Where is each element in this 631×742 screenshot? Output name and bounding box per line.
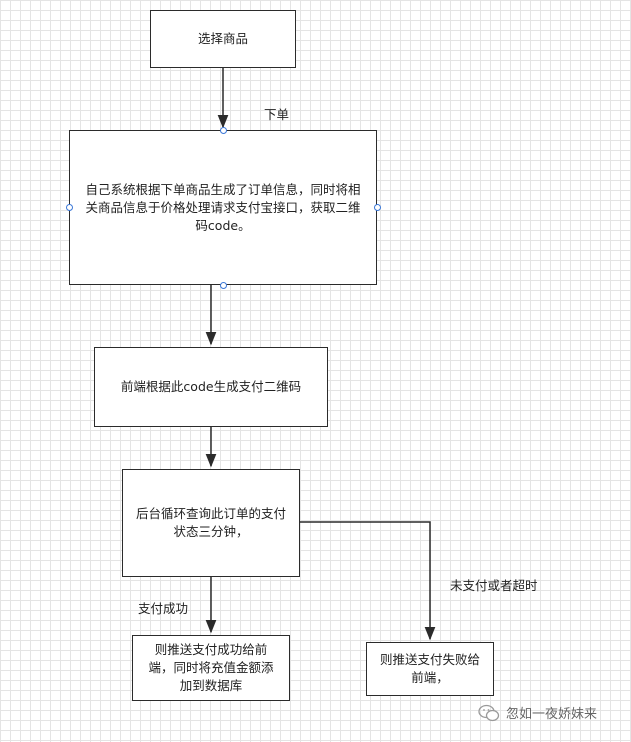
connection-point-top[interactable] bbox=[220, 127, 227, 134]
node-poll-payment-status: 后台循环查询此订单的支付状态三分钟， bbox=[122, 469, 300, 577]
connection-point-bottom[interactable] bbox=[220, 282, 227, 289]
node-frontend-generate-qr: 前端根据此code生成支付二维码 bbox=[94, 347, 328, 427]
edge-poll-to-fail bbox=[300, 521, 436, 641]
node-push-success: 则推送支付成功给前端，同时将充值金额添加到数据库 bbox=[132, 635, 290, 701]
node-push-fail: 则推送支付失败给前端， bbox=[366, 642, 494, 696]
connection-point-right[interactable] bbox=[374, 204, 381, 211]
wechat-icon bbox=[478, 704, 500, 721]
watermark-text: 忽如一夜娇妹来 bbox=[506, 707, 598, 722]
node-select-product: 选择商品 bbox=[150, 10, 296, 68]
edge-label-pay-success: 支付成功 bbox=[138, 601, 189, 616]
node-generate-order: 自己系统根据下单商品生成了订单信息，同时将相关商品信息于价格处理请求支付宝接口，… bbox=[69, 130, 377, 285]
edge-label-place-order: 下单 bbox=[264, 107, 290, 122]
watermark: 忽如一夜娇妹来 bbox=[478, 703, 597, 722]
edge-label-unpaid-or-timeout: 未支付或者超时 bbox=[450, 578, 538, 593]
connection-point-left[interactable] bbox=[66, 204, 73, 211]
